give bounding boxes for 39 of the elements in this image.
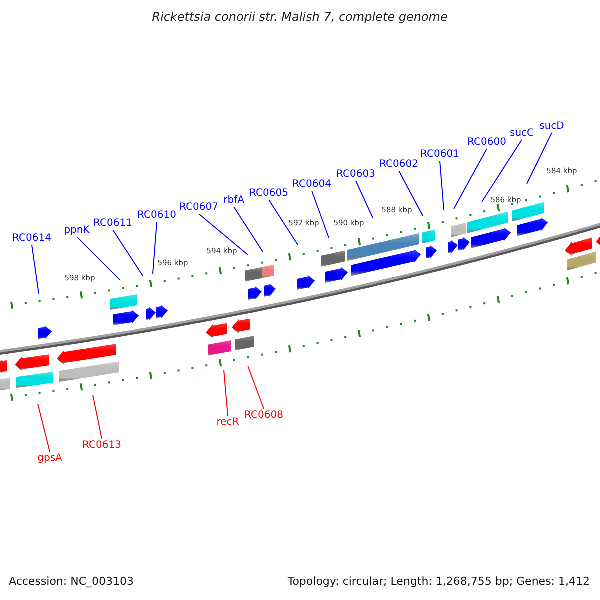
- gene-label: RC0602: [380, 159, 418, 171]
- gene-label: RC0610: [138, 210, 176, 222]
- genome-stats: Topology: circular; Length: 1,268,755 bp; Genes: 1,412: [288, 575, 590, 589]
- gene-label: RC0604: [292, 179, 332, 191]
- leader-line: [454, 148, 488, 210]
- gene-label: RC0605: [250, 188, 288, 200]
- leader-line: [526, 132, 552, 184]
- leader-line: [356, 180, 374, 218]
- leader-line: [440, 160, 444, 210]
- gene-label: RC0603: [336, 169, 376, 181]
- gene-label: RC0613: [82, 440, 122, 452]
- leader-line: [248, 366, 264, 410]
- gene-label: recR: [216, 417, 240, 429]
- accession-text: Accession: NC_003103: [9, 575, 134, 589]
- leader-line: [234, 206, 264, 252]
- leader-line: [198, 214, 248, 256]
- leader-line: [398, 170, 424, 216]
- leader-line: [224, 370, 228, 416]
- gene-label: RC0611: [94, 218, 132, 230]
- gene-label: RC0600: [468, 137, 506, 149]
- gene-label: rbfA: [224, 195, 244, 207]
- leader-line: [112, 230, 144, 276]
- gene-label: ppnK: [64, 225, 90, 237]
- chart-title: Rickettsia conorii str. Malish 7, complete genome: [151, 10, 449, 24]
- leader-line: [76, 236, 120, 280]
- gene-label: RC0607: [180, 202, 218, 214]
- leader-line: [92, 394, 102, 440]
- gene-label: RC0608: [244, 410, 284, 422]
- leader-line: [38, 404, 50, 452]
- gene-label: gpsA: [38, 453, 62, 465]
- gene-label: RC0614: [12, 233, 52, 245]
- gene-label: RC0601: [420, 149, 460, 161]
- gene-label: sucD: [540, 121, 564, 133]
- leader-line: [312, 190, 330, 238]
- leader-line: [268, 200, 298, 246]
- leader-line: [152, 222, 158, 274]
- gene-label: sucC: [510, 128, 534, 140]
- leader-line: [32, 244, 40, 294]
- leader-line: [482, 140, 522, 202]
